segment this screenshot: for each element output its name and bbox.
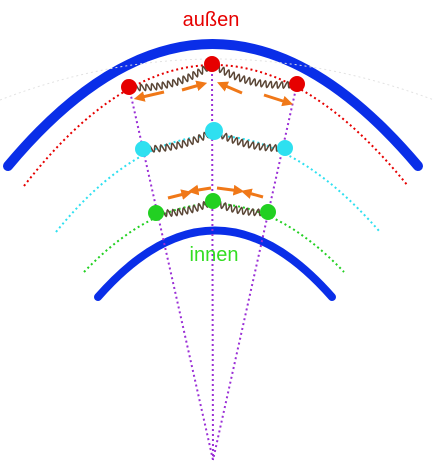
spring-outer-left <box>128 63 213 92</box>
particle-outer-left <box>121 79 137 95</box>
radial-line-left <box>128 86 214 461</box>
spring-middle-right <box>213 130 286 153</box>
inner-wall <box>94 226 336 301</box>
particle-outer-center <box>204 56 220 72</box>
force-arrow-inner-4 <box>240 188 264 199</box>
particle-outer-right <box>289 76 305 92</box>
particle-inner-center <box>205 193 221 209</box>
particle-middle-left <box>135 141 151 157</box>
middle-ring-arc <box>55 135 381 233</box>
spring-outer-right <box>211 63 298 90</box>
particle-inner-left <box>148 205 164 221</box>
outer-wall <box>3 39 423 171</box>
force-arrow-inner-1 <box>167 189 193 200</box>
force-arrow-inner-3 <box>216 184 245 196</box>
force-arrow-outer-2 <box>181 80 208 92</box>
radial-line-right <box>212 83 298 461</box>
inner-label: innen <box>190 244 239 266</box>
force-arrow-inner-2 <box>187 184 212 196</box>
force-arrow-outer-4 <box>263 93 294 107</box>
outer-label: außen <box>183 9 240 31</box>
particle-middle-center <box>205 122 223 140</box>
force-arrow-outer-3 <box>217 81 243 95</box>
spring-middle-left <box>142 127 215 155</box>
particle-inner-right <box>260 204 276 220</box>
outer-ring-arc <box>23 64 409 187</box>
force-arrow-outer-1 <box>133 90 165 102</box>
spring-inner-left <box>155 198 214 218</box>
particle-middle-right <box>277 140 293 156</box>
spring-inner-right <box>212 199 269 217</box>
